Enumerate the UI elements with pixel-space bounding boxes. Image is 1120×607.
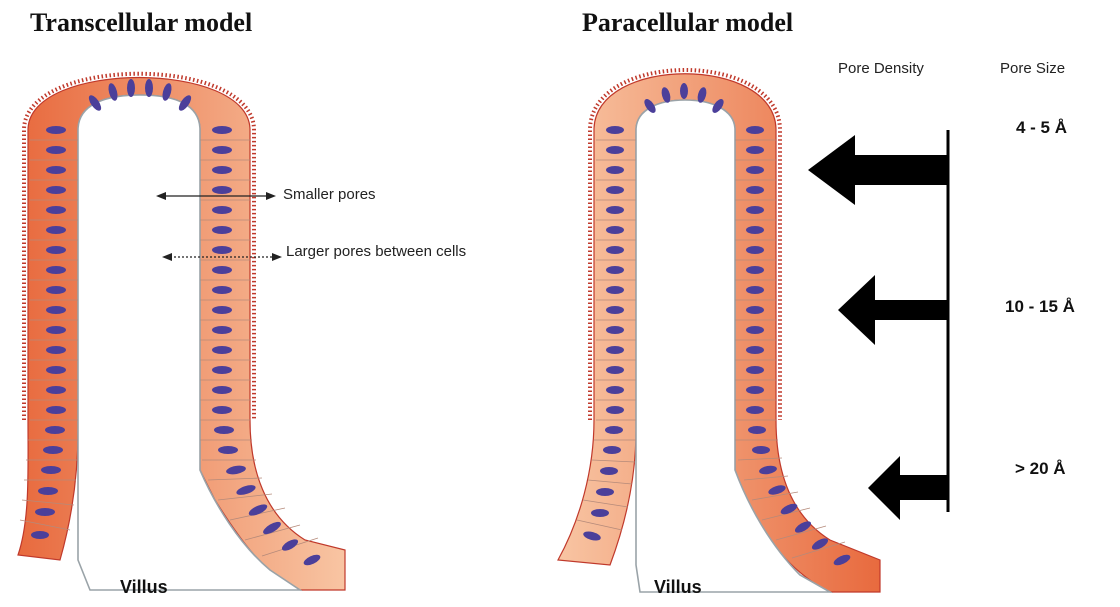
transcellular-model-title: Transcellular model [30, 8, 252, 38]
density-arrow-medium [838, 275, 948, 345]
villus-label-left: Villus [120, 577, 168, 598]
pore-size-header: Pore Size [1000, 60, 1065, 77]
density-arrow-low [868, 456, 948, 520]
pore-density-header: Pore Density [838, 60, 924, 77]
pore-size-label: 10 - 15 Å [1005, 297, 1075, 317]
larger-pores-label: Larger pores between cells [286, 243, 466, 260]
villus-left [18, 74, 345, 590]
pore-density-bracket [808, 130, 948, 520]
villus-label-right: Villus [654, 577, 702, 598]
pore-size-label: > 20 Å [1015, 459, 1066, 479]
villus-right [558, 70, 880, 592]
pore-size-label: 4 - 5 Å [1016, 118, 1067, 138]
density-arrow-high [808, 135, 948, 205]
paracellular-model-title: Paracellular model [582, 8, 793, 38]
smaller-pores-label: Smaller pores [283, 186, 376, 203]
